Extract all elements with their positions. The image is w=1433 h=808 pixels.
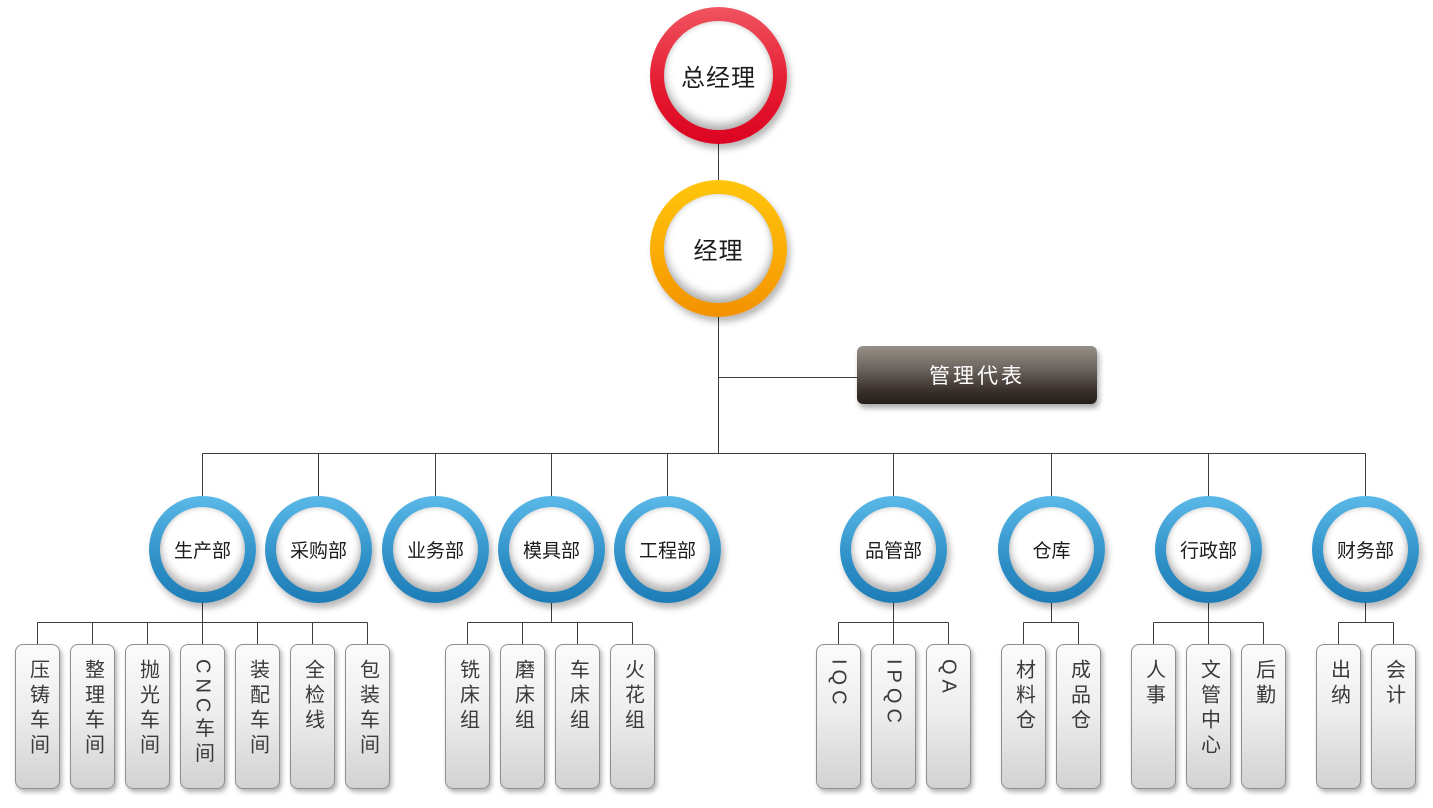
management-representative-label: 管理代表	[929, 365, 1025, 388]
unit-label: 全检线	[301, 659, 324, 734]
unit-box: 磨床组	[500, 644, 545, 789]
unit-label: 会计	[1382, 659, 1405, 709]
general-manager-node: 总经理	[650, 7, 787, 144]
dept-circle-face: 财务部	[1323, 507, 1408, 592]
unit-label: 包装车间	[356, 659, 379, 759]
unit-box: 压铸车间	[15, 644, 60, 789]
unit-box: 成品仓	[1056, 644, 1101, 789]
unit-box: 铣床组	[445, 644, 490, 789]
unit-box: 整理车间	[70, 644, 115, 789]
unit-box: 文管中心	[1186, 644, 1231, 789]
dept-circle-face: 工程部	[625, 507, 710, 592]
unit-label: 材料仓	[1012, 659, 1035, 734]
unit-box: 全检线	[290, 644, 335, 789]
dept-label: 品管部	[864, 541, 922, 562]
unit-label: 文管中心	[1197, 659, 1220, 759]
unit-label: 后勤	[1252, 659, 1275, 709]
unit-label: 出纳	[1327, 659, 1350, 709]
unit-box: 人事	[1131, 644, 1176, 789]
unit-label: QA	[937, 659, 960, 698]
unit-label: 装配车间	[246, 659, 269, 759]
unit-box: 出纳	[1316, 644, 1361, 789]
manager-node-face: 经理	[664, 194, 773, 303]
unit-label: 压铸车间	[26, 659, 49, 759]
dept-circle-admin: 行政部	[1155, 496, 1262, 603]
dept-circle-purchasing: 采购部	[265, 496, 372, 603]
unit-box: CNC车间	[180, 644, 225, 789]
unit-label: 抛光车间	[136, 659, 159, 759]
management-representative-box: 管理代表	[857, 346, 1097, 404]
dept-circle-face: 模具部	[509, 507, 594, 592]
dept-circle-face: 仓库	[1009, 507, 1094, 592]
dept-label: 工程部	[638, 541, 696, 562]
dept-label: 模具部	[522, 541, 580, 562]
dept-circle-warehouse: 仓库	[998, 496, 1105, 603]
unit-label: 火花组	[621, 659, 644, 734]
dept-circle-face: 采购部	[276, 507, 361, 592]
dept-circle-face: 品管部	[851, 507, 936, 592]
dept-circle-face: 行政部	[1166, 507, 1251, 592]
unit-label: CNC车间	[191, 659, 214, 768]
dept-circle-finance: 财务部	[1312, 496, 1419, 603]
dept-label: 生产部	[173, 541, 231, 562]
dept-label: 仓库	[1032, 541, 1071, 562]
dept-circle-business: 业务部	[382, 496, 489, 603]
unit-label: 成品仓	[1067, 659, 1090, 734]
general-manager-label: 总经理	[681, 65, 756, 92]
dept-circle-quality: 品管部	[840, 496, 947, 603]
unit-label: IQC	[827, 659, 850, 710]
manager-label: 经理	[693, 238, 744, 265]
unit-box: 会计	[1371, 644, 1416, 789]
unit-label: IPQC	[882, 659, 905, 728]
manager-node: 经理	[650, 180, 787, 317]
unit-box: 车床组	[555, 644, 600, 789]
dept-label: 采购部	[289, 541, 347, 562]
dept-circle-mold: 模具部	[498, 496, 605, 603]
dept-circle-production: 生产部	[149, 496, 256, 603]
dept-label: 业务部	[406, 541, 464, 562]
unit-box: 材料仓	[1001, 644, 1046, 789]
dept-circle-face: 生产部	[160, 507, 245, 592]
unit-box: 抛光车间	[125, 644, 170, 789]
unit-label: 整理车间	[81, 659, 104, 759]
dept-circle-face: 业务部	[393, 507, 478, 592]
unit-box: QA	[926, 644, 971, 789]
unit-box: 包装车间	[345, 644, 390, 789]
dept-label: 行政部	[1179, 541, 1237, 562]
unit-box: 后勤	[1241, 644, 1286, 789]
dept-circle-engineering: 工程部	[614, 496, 721, 603]
unit-box: 火花组	[610, 644, 655, 789]
general-manager-node-face: 总经理	[664, 21, 773, 130]
unit-label: 磨床组	[511, 659, 534, 734]
unit-label: 车床组	[566, 659, 589, 734]
unit-label: 铣床组	[456, 659, 479, 734]
unit-box: IPQC	[871, 644, 916, 789]
unit-box: IQC	[816, 644, 861, 789]
dept-label: 财务部	[1336, 541, 1394, 562]
unit-box: 装配车间	[235, 644, 280, 789]
unit-label: 人事	[1142, 659, 1165, 709]
